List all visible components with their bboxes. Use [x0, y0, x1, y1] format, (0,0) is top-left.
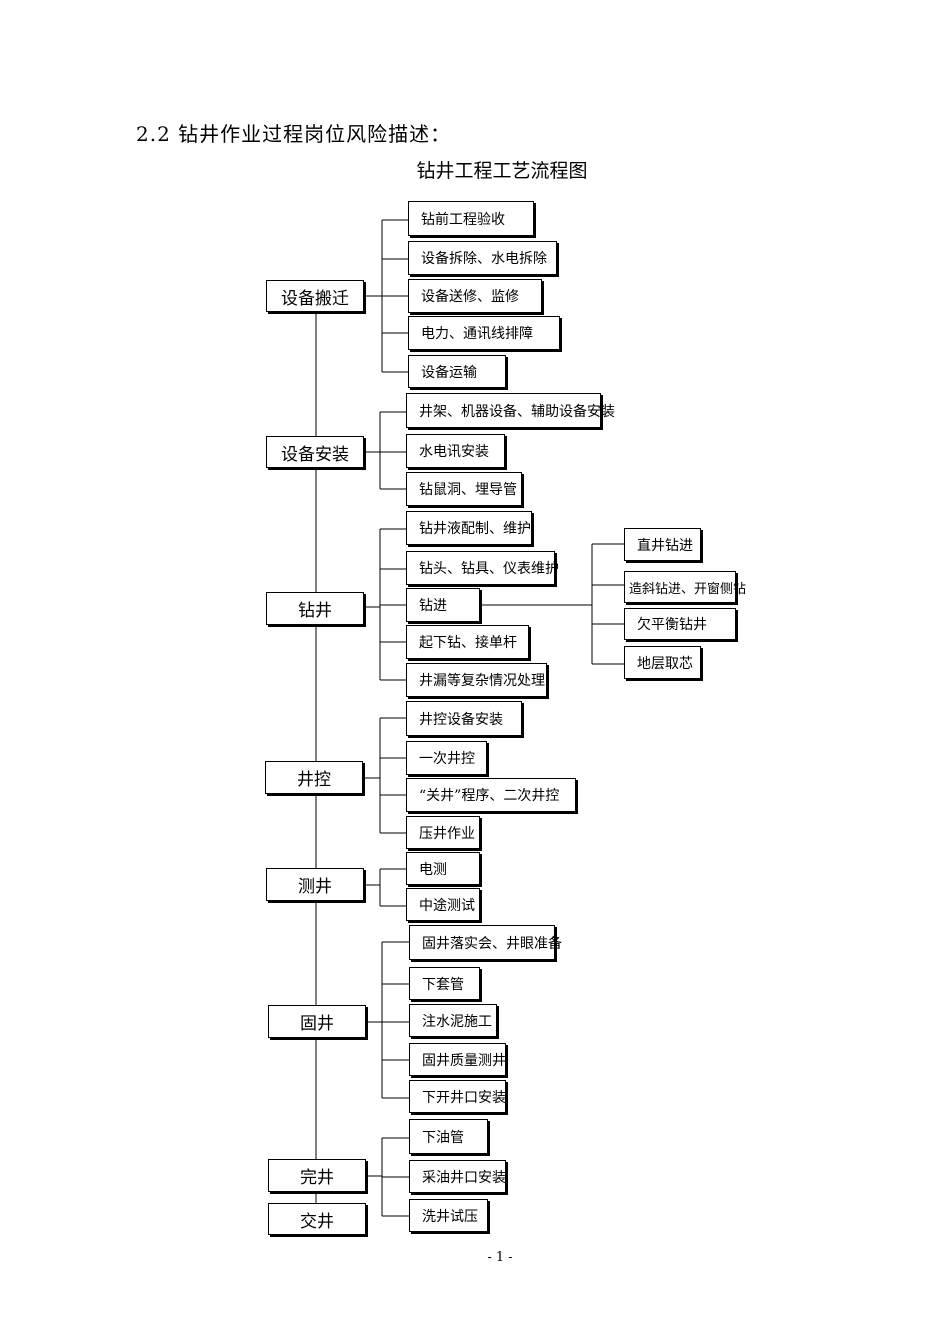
step-box: 电测	[406, 852, 480, 885]
step-box: 设备拆除、水电拆除	[408, 241, 557, 275]
step-box: 钻前工程验收	[408, 201, 534, 236]
stage-cementing: 固井	[268, 1005, 366, 1038]
step-box: 固井质量测井	[409, 1043, 506, 1076]
step-box: 固井落实会、井眼准备	[409, 925, 562, 960]
stage-well-control: 井控	[265, 761, 363, 794]
substep-box: 欠平衡钻井	[624, 608, 736, 640]
section-heading: 2.2 钻井作业过程岗位风险描述：	[136, 122, 452, 146]
step-box: 下油管	[409, 1119, 488, 1154]
step-box: 起下钻、接单杆	[406, 625, 529, 659]
step-box: 一次井控	[406, 741, 487, 775]
stage-drilling: 钻井	[266, 592, 364, 625]
step-box: 下套管	[409, 967, 480, 1000]
step-box: 采油井口安装	[409, 1160, 506, 1193]
step-box: 钻头、钻具、仪表维护	[406, 551, 559, 585]
stage-equipment-installation: 设备安装	[266, 436, 364, 468]
step-box: 下开井口安装	[409, 1080, 506, 1113]
step-box: 井架、机器设备、辅助设备安装	[406, 393, 615, 428]
substep-box: 造斜钻进、开窗侧钻	[624, 571, 746, 603]
substep-box: 直井钻进	[624, 528, 701, 561]
step-box: “关井”程序、二次井控	[406, 778, 576, 812]
flowchart-title: 钻井工程工艺流程图	[416, 160, 588, 182]
step-box: 钻进	[406, 588, 480, 622]
substep-box: 地层取芯	[624, 646, 701, 679]
step-box: 洗井试压	[409, 1199, 488, 1232]
stage-logging: 测井	[266, 868, 364, 901]
step-box: 中途测试	[406, 888, 480, 921]
stage-completion: 完井	[268, 1159, 366, 1192]
page-number: - 1 -	[487, 1250, 513, 1265]
step-box: 设备送修、监修	[408, 279, 542, 313]
step-box: 电力、通讯线排障	[408, 316, 560, 350]
step-box: 注水泥施工	[409, 1004, 497, 1037]
stage-handover: 交井	[268, 1203, 366, 1235]
step-box: 压井作业	[406, 816, 480, 849]
step-box: 水电讯安装	[406, 434, 505, 468]
stage-equipment-relocation: 设备搬迁	[266, 280, 364, 312]
step-box: 钻鼠洞、埋导管	[406, 472, 522, 506]
step-box: 设备运输	[408, 355, 506, 388]
step-box: 钻井液配制、维护	[406, 511, 532, 545]
step-box: 井漏等复杂情况处理	[406, 663, 547, 697]
step-box: 井控设备安装	[406, 701, 522, 736]
